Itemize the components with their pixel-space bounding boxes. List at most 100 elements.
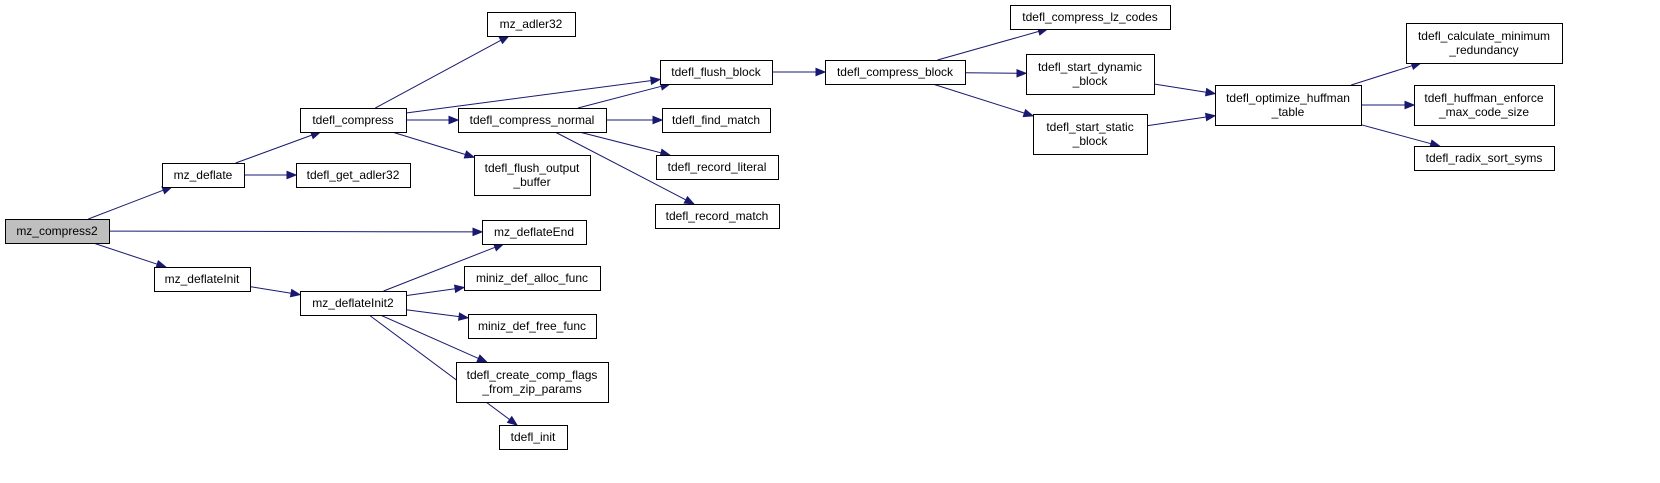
node-box[interactable] <box>1414 85 1555 126</box>
node-label: _buffer <box>512 175 550 189</box>
node-tdefl_optimize_huffman_table[interactable]: tdefl_optimize_huffman_table <box>1215 85 1362 126</box>
node-box[interactable] <box>300 291 407 316</box>
node-tdefl_find_match[interactable]: tdefl_find_match <box>662 108 771 133</box>
node-mz_compress2[interactable]: mz_compress2 <box>5 219 110 244</box>
node-box[interactable] <box>1026 54 1155 95</box>
node-tdefl_init[interactable]: tdefl_init <box>499 425 568 450</box>
node-miniz_def_free_func[interactable]: miniz_def_free_func <box>468 314 597 339</box>
node-tdefl_compress[interactable]: tdefl_compress <box>300 108 407 133</box>
node-tdefl_start_static_block[interactable]: tdefl_start_static_block <box>1033 114 1148 155</box>
edge-mz_deflateInit2-to-miniz_def_free_func <box>405 309 470 321</box>
edge-tdefl_optimize_huffman_table-to-tdefl_huffman_enforce_max_code_size <box>1361 100 1416 110</box>
edge-tdefl_optimize_huffman_table-to-tdefl_radix_sort_syms <box>1360 124 1441 148</box>
node-box[interactable] <box>1215 85 1362 126</box>
call-nodes: mz_compress2 mz_deflate mz_deflateEnd mz_de… <box>5 5 1563 450</box>
node-box[interactable] <box>655 204 780 229</box>
node-label: tdefl_record_literal <box>668 160 767 174</box>
node-label: tdefl_find_match <box>672 113 760 127</box>
edge-line <box>379 314 479 359</box>
arrowhead <box>1204 87 1217 97</box>
node-tdefl_huffman_enforce_max_code_size[interactable]: tdefl_huffman_enforce_max_code_size <box>1414 85 1555 126</box>
edge-mz_compress2-to-mz_deflateEnd <box>108 227 484 237</box>
node-tdefl_radix_sort_syms[interactable]: tdefl_radix_sort_syms <box>1414 146 1555 171</box>
node-box[interactable] <box>662 108 771 133</box>
node-tdefl_record_match[interactable]: tdefl_record_match <box>655 204 780 229</box>
node-mz_deflateInit2[interactable]: mz_deflateInit2 <box>300 291 407 316</box>
edge-line <box>405 80 652 114</box>
node-box[interactable] <box>1406 23 1563 64</box>
edge-tdefl_start_dynamic_block-to-tdefl_optimize_huffman_table <box>1153 83 1217 97</box>
node-box[interactable] <box>5 219 110 244</box>
arrowhead <box>1404 100 1416 110</box>
node-tdefl_compress_normal[interactable]: tdefl_compress_normal <box>458 108 607 133</box>
node-tdefl_compress_block[interactable]: tdefl_compress_block <box>825 60 966 85</box>
arrowhead <box>1205 112 1217 122</box>
node-tdefl_flush_output_buffer[interactable]: tdefl_flush_output_buffer <box>474 155 591 196</box>
edge-line <box>235 134 312 164</box>
node-box[interactable] <box>1033 114 1148 155</box>
node-tdefl_calculate_minimum_redundancy[interactable]: tdefl_calculate_minimum_redundancy <box>1406 23 1563 64</box>
node-label: tdefl_start_dynamic <box>1038 60 1142 74</box>
node-tdefl_start_dynamic_block[interactable]: tdefl_start_dynamic_block <box>1026 54 1155 95</box>
node-label: tdefl_init <box>511 430 556 444</box>
node-label: miniz_def_free_func <box>478 319 586 333</box>
node-label: _block <box>1072 134 1109 148</box>
node-tdefl_compress_lz_codes[interactable]: tdefl_compress_lz_codes <box>1010 5 1171 30</box>
edge-tdefl_compress_normal-to-tdefl_record_match <box>554 131 696 205</box>
node-label: _from_zip_params <box>481 382 581 396</box>
node-box[interactable] <box>1010 5 1171 30</box>
node-box[interactable] <box>660 60 773 85</box>
edge-line <box>405 288 456 297</box>
node-mz_deflateInit[interactable]: mz_deflateInit <box>154 267 251 292</box>
node-box[interactable] <box>458 108 607 133</box>
node-box[interactable] <box>296 163 411 188</box>
node-box[interactable] <box>482 220 587 245</box>
node-box[interactable] <box>162 163 245 188</box>
node-mz_adler32[interactable]: mz_adler32 <box>487 12 576 37</box>
node-box[interactable] <box>468 314 597 339</box>
arrowhead <box>650 76 662 86</box>
node-box[interactable] <box>464 266 601 291</box>
node-label: mz_deflateInit <box>165 272 240 286</box>
node-box[interactable] <box>487 12 576 37</box>
edge-line <box>937 30 1039 61</box>
edge-tdefl_compress_block-to-tdefl_start_dynamic_block <box>964 68 1028 78</box>
node-tdefl_flush_block[interactable]: tdefl_flush_block <box>660 60 773 85</box>
node-box[interactable] <box>456 362 609 403</box>
arrowhead <box>448 115 460 125</box>
node-box[interactable] <box>154 267 251 292</box>
arrowhead <box>454 284 466 294</box>
node-box[interactable] <box>499 425 568 450</box>
node-label: tdefl_compress_normal <box>470 113 595 127</box>
edge-line <box>391 131 466 155</box>
node-box[interactable] <box>656 155 779 180</box>
edge-line <box>1146 116 1207 127</box>
arrowhead <box>155 259 168 269</box>
edge-tdefl_compress_normal-to-tdefl_flush_block <box>577 82 672 109</box>
node-label: tdefl_create_comp_flags <box>467 368 598 382</box>
edge-mz_deflate-to-tdefl_get_adler32 <box>244 170 298 180</box>
node-miniz_def_alloc_func[interactable]: miniz_def_alloc_func <box>464 266 601 291</box>
node-tdefl_record_literal[interactable]: tdefl_record_literal <box>656 155 779 180</box>
edge-mz_deflateInit2-to-tdefl_create_comp_flags_from_zip_params <box>379 314 488 363</box>
node-tdefl_create_comp_flags_from_zip_params[interactable]: tdefl_create_comp_flags_from_zip_params <box>456 362 609 403</box>
edge-line <box>383 246 496 292</box>
edge-line <box>577 85 662 109</box>
edge-line <box>579 131 662 154</box>
node-box[interactable] <box>825 60 966 85</box>
node-box[interactable] <box>300 108 407 133</box>
arrowhead <box>498 35 511 45</box>
node-mz_deflate[interactable]: mz_deflate <box>162 163 245 188</box>
edge-mz_deflateInit2-to-miniz_def_alloc_func <box>405 284 466 297</box>
node-label: _table <box>1271 105 1305 119</box>
node-mz_deflateEnd[interactable]: mz_deflateEnd <box>482 220 587 245</box>
node-label: tdefl_compress_block <box>837 65 954 79</box>
node-box[interactable] <box>1414 146 1555 171</box>
arrowhead <box>289 288 302 298</box>
arrowhead <box>472 227 484 237</box>
node-tdefl_get_adler32[interactable]: tdefl_get_adler32 <box>296 163 411 188</box>
arrowhead <box>815 67 827 77</box>
node-box[interactable] <box>474 155 591 196</box>
node-label: tdefl_get_adler32 <box>307 168 400 182</box>
